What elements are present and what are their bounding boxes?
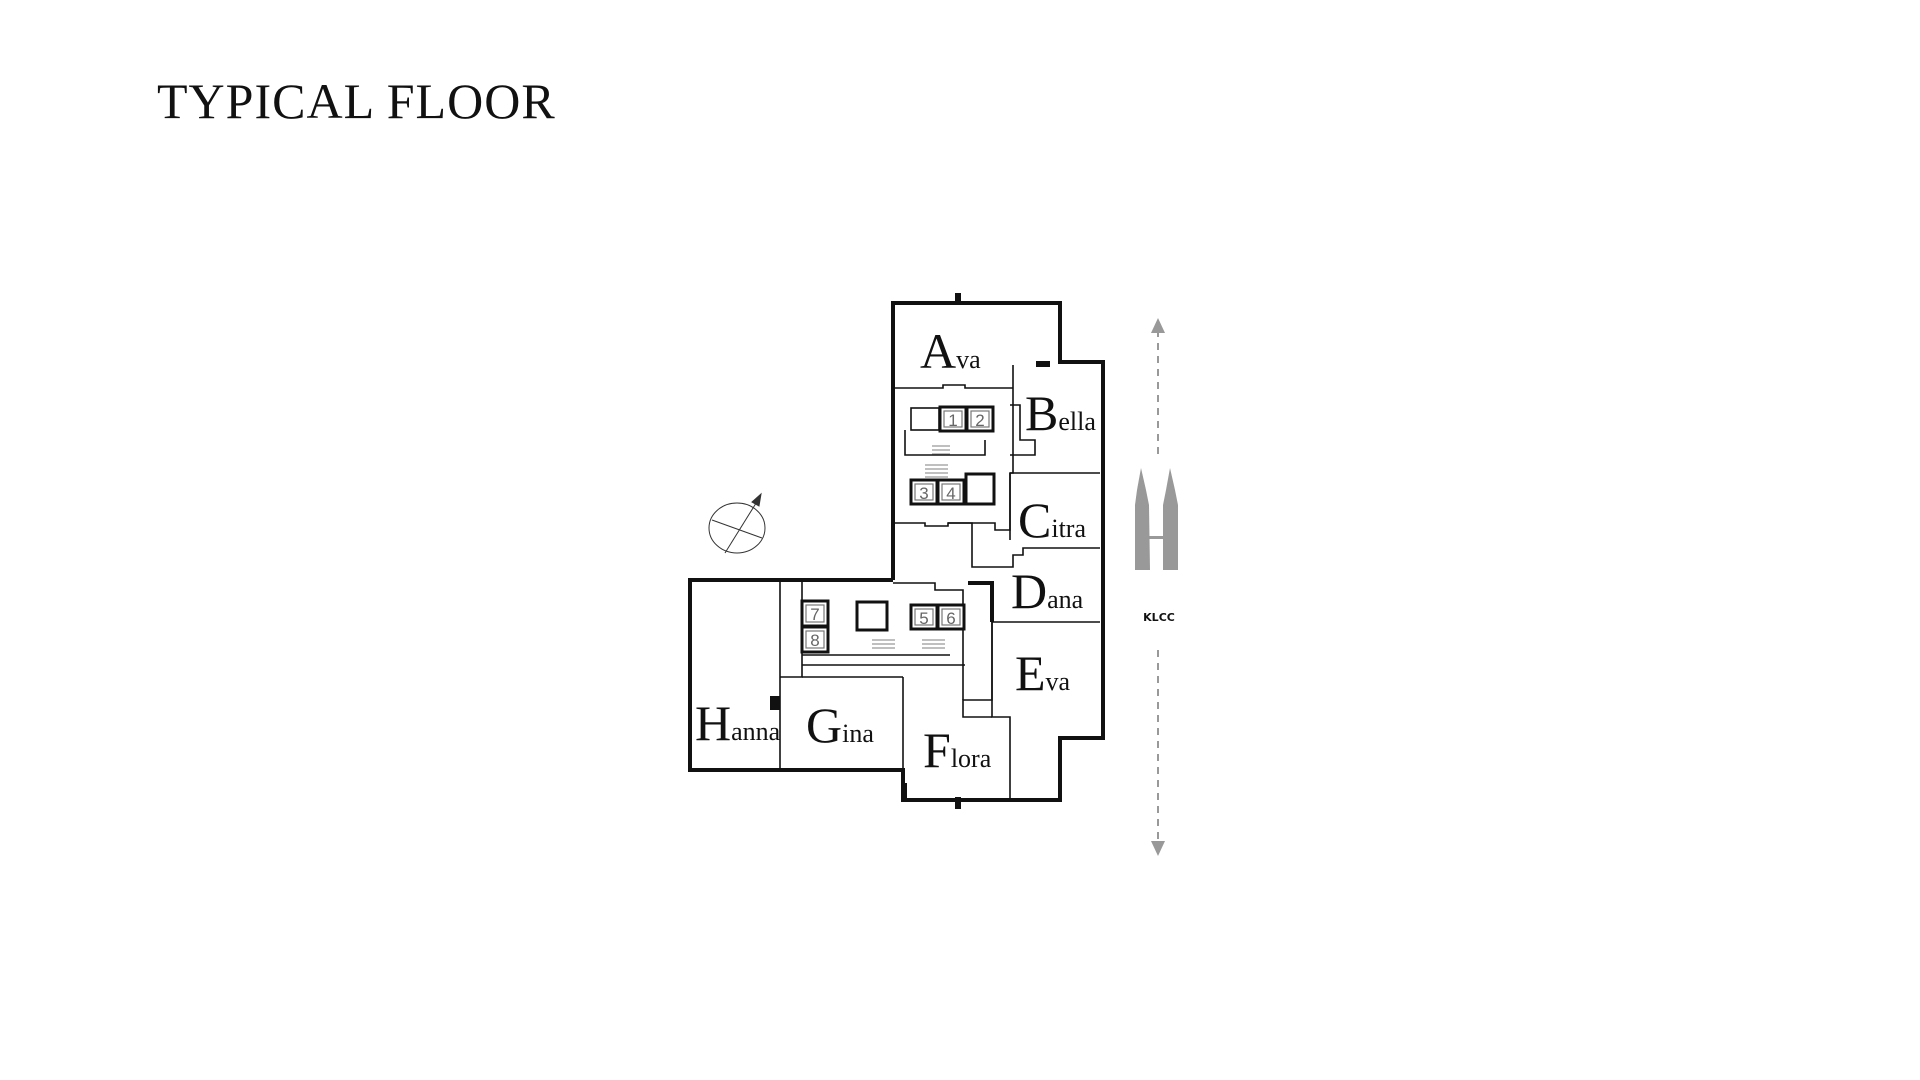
svg-text:2: 2: [975, 411, 984, 430]
unit-gina: Gina: [806, 697, 874, 753]
partitions: [779, 365, 1100, 800]
klcc-label: KLCC: [1143, 611, 1175, 624]
service-lift: [964, 472, 996, 506]
lift-7: 7: [800, 599, 830, 628]
lift-1: 1: [938, 405, 968, 433]
unit-flora: Flora: [923, 722, 992, 778]
lift-8: 8: [800, 625, 830, 654]
compass-icon: [708, 492, 766, 554]
stairs: [872, 445, 950, 649]
service-lift-2: [855, 600, 889, 632]
direction-arrow: [1151, 318, 1165, 856]
svg-text:4: 4: [946, 484, 955, 503]
klcc-towers-icon: [1135, 468, 1178, 570]
svg-text:6: 6: [946, 609, 955, 628]
unit-hanna: Hanna: [695, 695, 781, 751]
svg-text:7: 7: [810, 605, 819, 624]
unit-bella: Bella: [1025, 385, 1096, 441]
lift-6: 6: [936, 603, 966, 631]
svg-text:8: 8: [810, 631, 819, 650]
unit-ava: Ava: [920, 323, 981, 379]
unit-eva: Eva: [1015, 645, 1071, 701]
svg-text:5: 5: [919, 609, 928, 628]
lift-4: 4: [936, 478, 966, 506]
page-title: TYPICAL FLOOR: [157, 73, 556, 129]
lift-2: 2: [965, 405, 995, 433]
building-outline: [688, 293, 1105, 809]
lift-3: 3: [909, 478, 939, 506]
unit-dana: Dana: [1011, 563, 1084, 619]
lift-5: 5: [909, 603, 939, 631]
svg-text:3: 3: [919, 484, 928, 503]
unit-citra: Citra: [1018, 492, 1086, 548]
svg-text:1: 1: [948, 411, 957, 430]
